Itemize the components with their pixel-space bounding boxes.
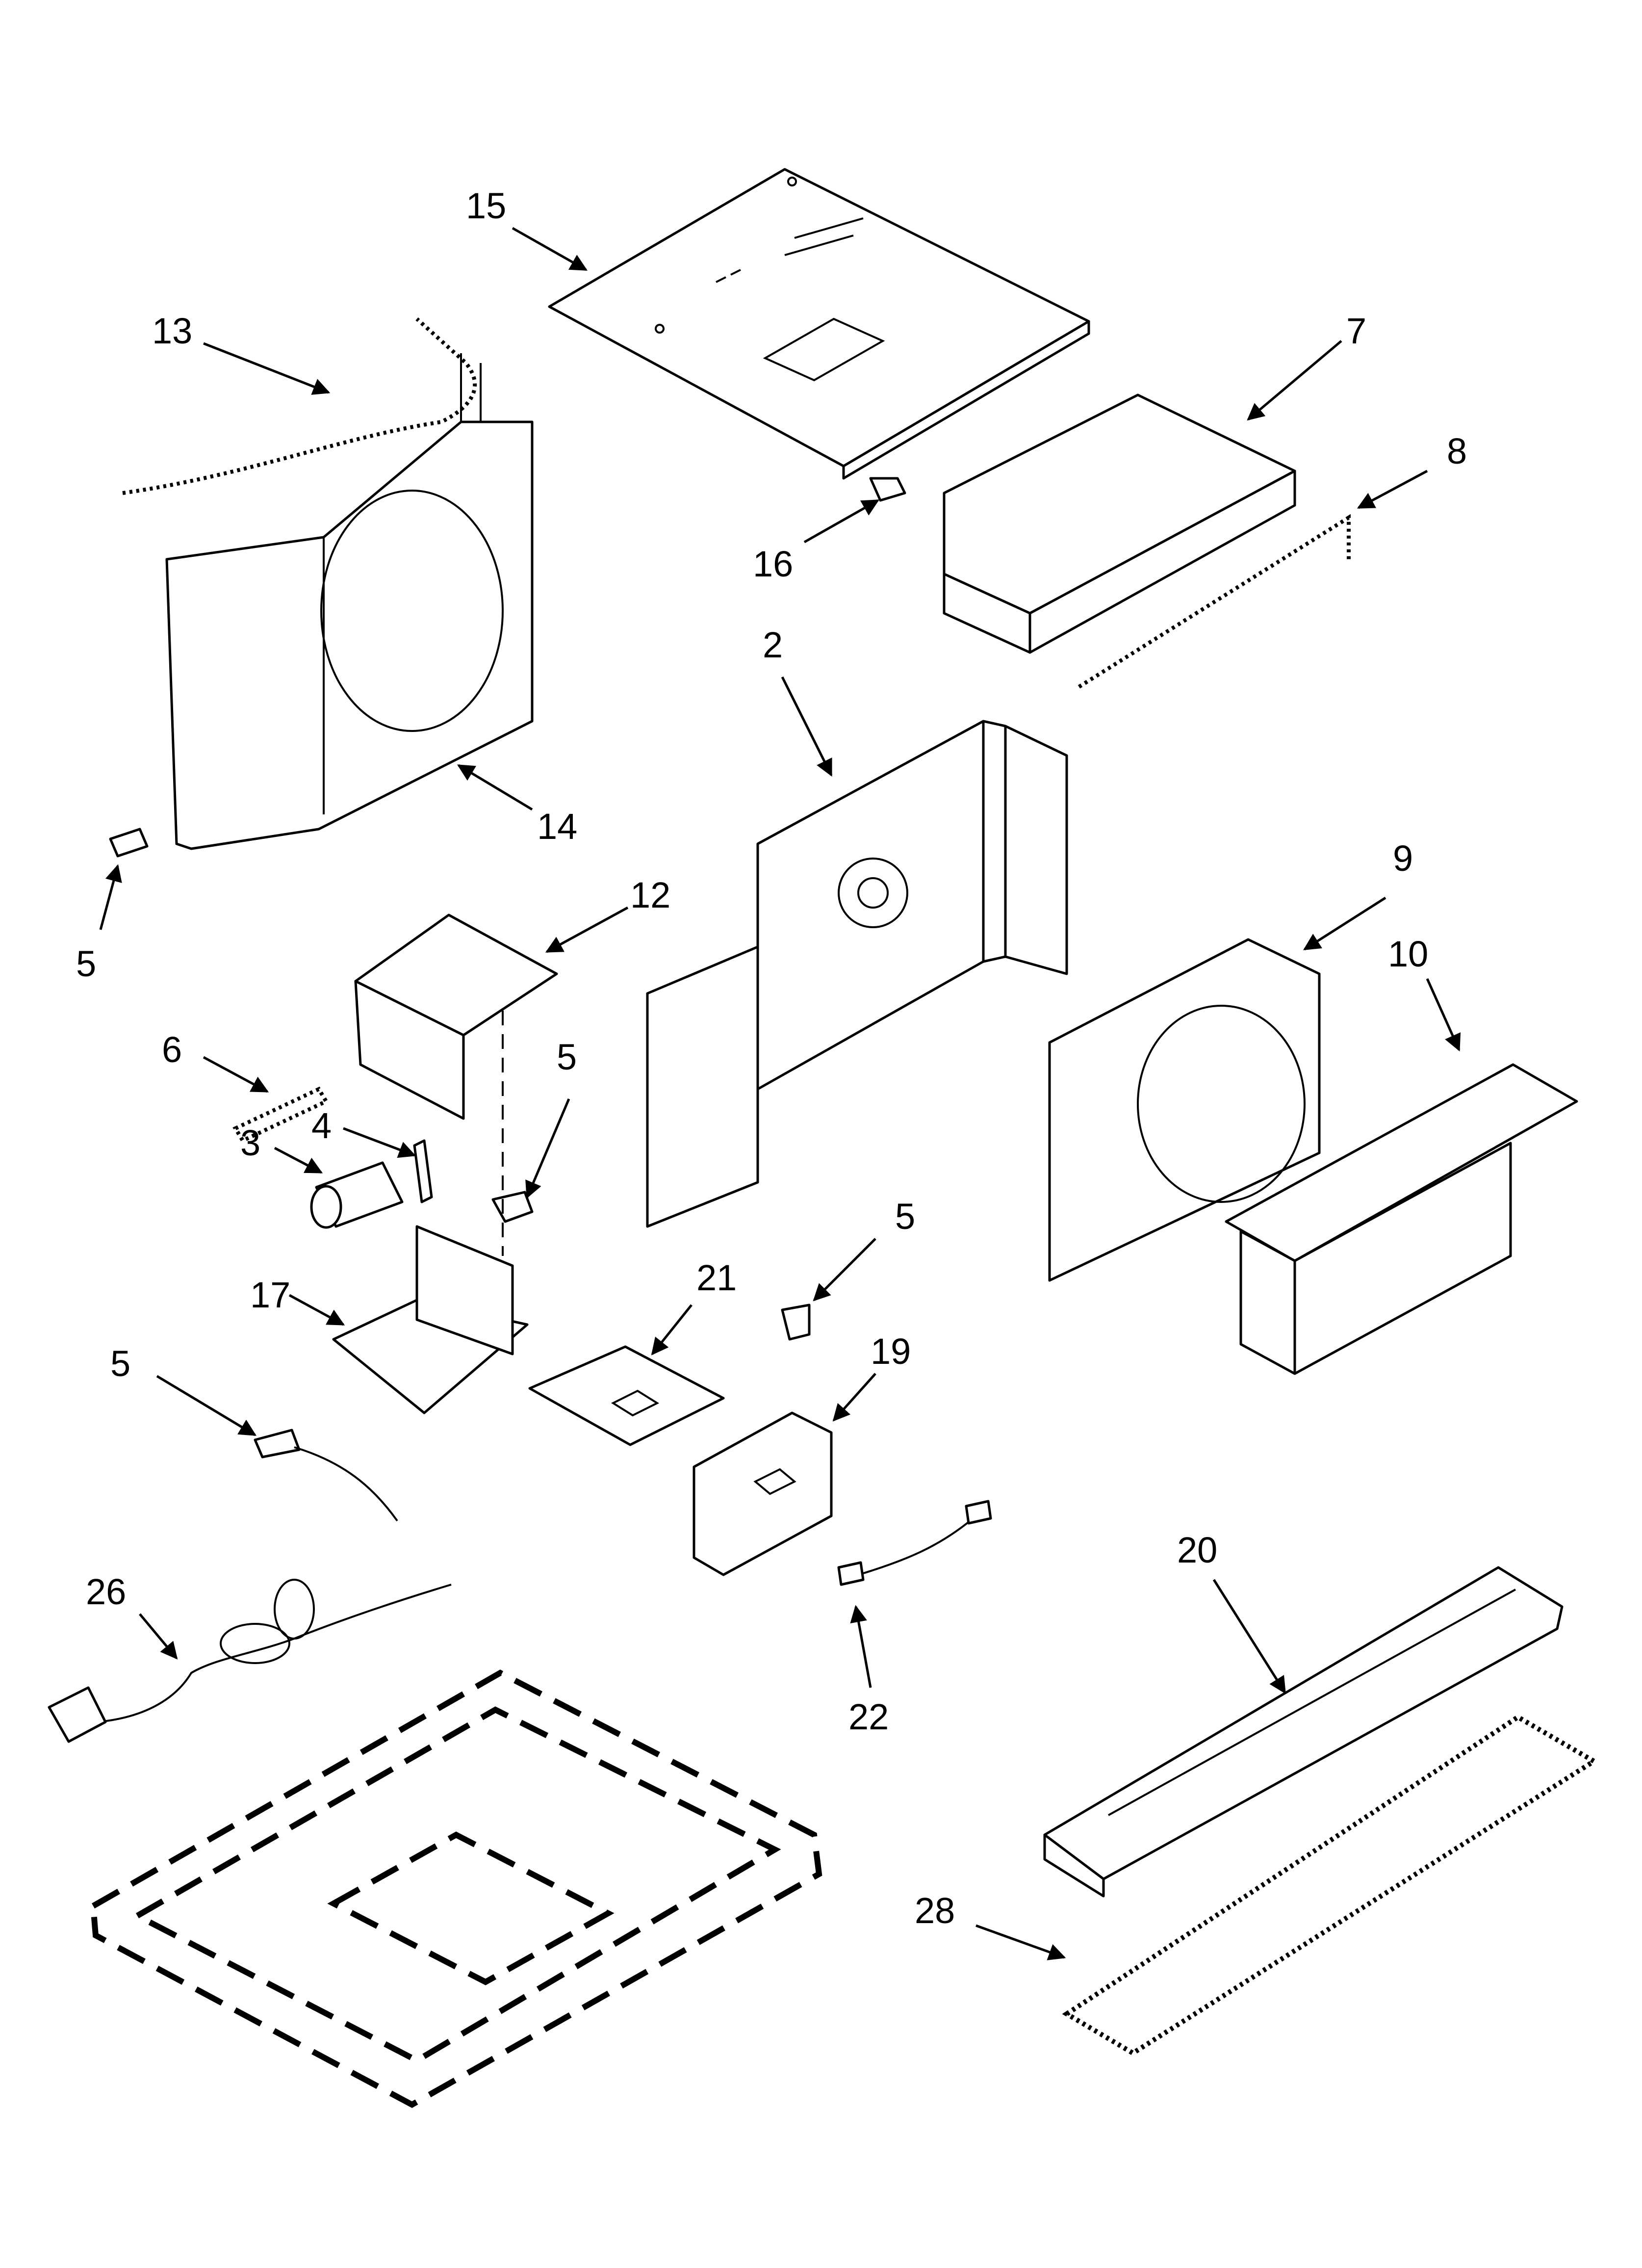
part-5-screw-d bbox=[254, 1429, 398, 1522]
part-26-power-cord bbox=[48, 1579, 452, 1743]
leader-6 bbox=[203, 1056, 269, 1093]
callout-2: 2 bbox=[763, 625, 783, 665]
leader-2 bbox=[781, 676, 833, 777]
callout-14: 14 bbox=[537, 806, 577, 847]
leader-28 bbox=[975, 1924, 1066, 1960]
part-14-shroud bbox=[165, 353, 534, 850]
callout-9: 9 bbox=[1393, 838, 1413, 879]
part-7-cover bbox=[943, 393, 1296, 654]
part-21-sheet bbox=[528, 1345, 725, 1446]
part-17-mount-bracket bbox=[332, 1225, 529, 1414]
callout-labels: 15 13 7 8 16 2 14 5 12 6 5 4 3 9 10 17 2… bbox=[76, 185, 1467, 1931]
callout-13: 13 bbox=[152, 311, 192, 351]
leader-15 bbox=[512, 227, 588, 271]
leader-17 bbox=[288, 1294, 345, 1326]
part-28-filter bbox=[1062, 1714, 1599, 2056]
leader-21 bbox=[651, 1304, 693, 1356]
part-20-tray bbox=[1043, 1566, 1564, 1898]
callout-10: 10 bbox=[1388, 934, 1428, 974]
leader-10 bbox=[1426, 978, 1461, 1052]
part-22-harness bbox=[837, 1500, 992, 1586]
part-16-screw bbox=[869, 477, 906, 502]
part-19-board bbox=[693, 1411, 833, 1576]
callout-21: 21 bbox=[696, 1257, 737, 1298]
leader-19 bbox=[832, 1373, 876, 1422]
leader-4 bbox=[343, 1127, 416, 1158]
part-6-pad bbox=[232, 1086, 329, 1144]
leader-13 bbox=[203, 342, 331, 395]
callout-8: 8 bbox=[1447, 431, 1467, 471]
callout-20: 20 bbox=[1177, 1530, 1217, 1570]
part-10-panel bbox=[1225, 1063, 1578, 1375]
part-4-clip bbox=[413, 1139, 433, 1203]
callout-4: 4 bbox=[311, 1105, 332, 1146]
leader-16 bbox=[803, 499, 880, 544]
leader-5b bbox=[525, 1098, 570, 1199]
leader-3 bbox=[274, 1147, 323, 1174]
leader-26 bbox=[139, 1613, 178, 1660]
callout-12: 12 bbox=[630, 875, 670, 915]
part-5-screw-a bbox=[109, 828, 149, 858]
leader-12 bbox=[545, 906, 629, 953]
callout-17: 17 bbox=[250, 1275, 290, 1315]
callout-28: 28 bbox=[915, 1890, 955, 1931]
callout-5a: 5 bbox=[76, 943, 96, 984]
part-2-partition bbox=[646, 720, 1068, 1228]
callout-22: 22 bbox=[848, 1696, 889, 1737]
leader-8 bbox=[1357, 469, 1428, 509]
callout-5d: 5 bbox=[110, 1343, 130, 1384]
part-8-gasket bbox=[1078, 514, 1351, 689]
part-12-bracket bbox=[354, 913, 558, 1120]
leader-14 bbox=[457, 764, 533, 811]
leader-5a bbox=[99, 864, 122, 930]
part-15-top-cover bbox=[548, 168, 1090, 480]
callout-3: 3 bbox=[240, 1122, 260, 1163]
callout-26: 26 bbox=[86, 1571, 126, 1612]
leader-lines bbox=[99, 227, 1461, 1960]
callout-5b: 5 bbox=[557, 1037, 577, 1077]
leader-5d bbox=[156, 1375, 257, 1436]
leader-7 bbox=[1247, 340, 1342, 421]
leader-22 bbox=[850, 1605, 872, 1688]
part-5-screw-c bbox=[781, 1303, 811, 1341]
callout-6: 6 bbox=[162, 1029, 182, 1070]
callout-19: 19 bbox=[871, 1331, 911, 1372]
callout-5c: 5 bbox=[895, 1196, 915, 1237]
base-pan-outline bbox=[90, 1669, 822, 2108]
leader-9 bbox=[1303, 896, 1386, 951]
part-3-capacitor bbox=[310, 1161, 404, 1229]
part-5-screw-b bbox=[491, 1011, 534, 1256]
leader-20 bbox=[1212, 1579, 1286, 1694]
callout-16: 16 bbox=[753, 544, 793, 584]
part-9-scroll bbox=[1048, 938, 1321, 1282]
part-13-gasket bbox=[122, 317, 477, 495]
leader-5c bbox=[813, 1238, 876, 1302]
callout-7: 7 bbox=[1346, 311, 1366, 351]
callout-15: 15 bbox=[466, 185, 506, 226]
